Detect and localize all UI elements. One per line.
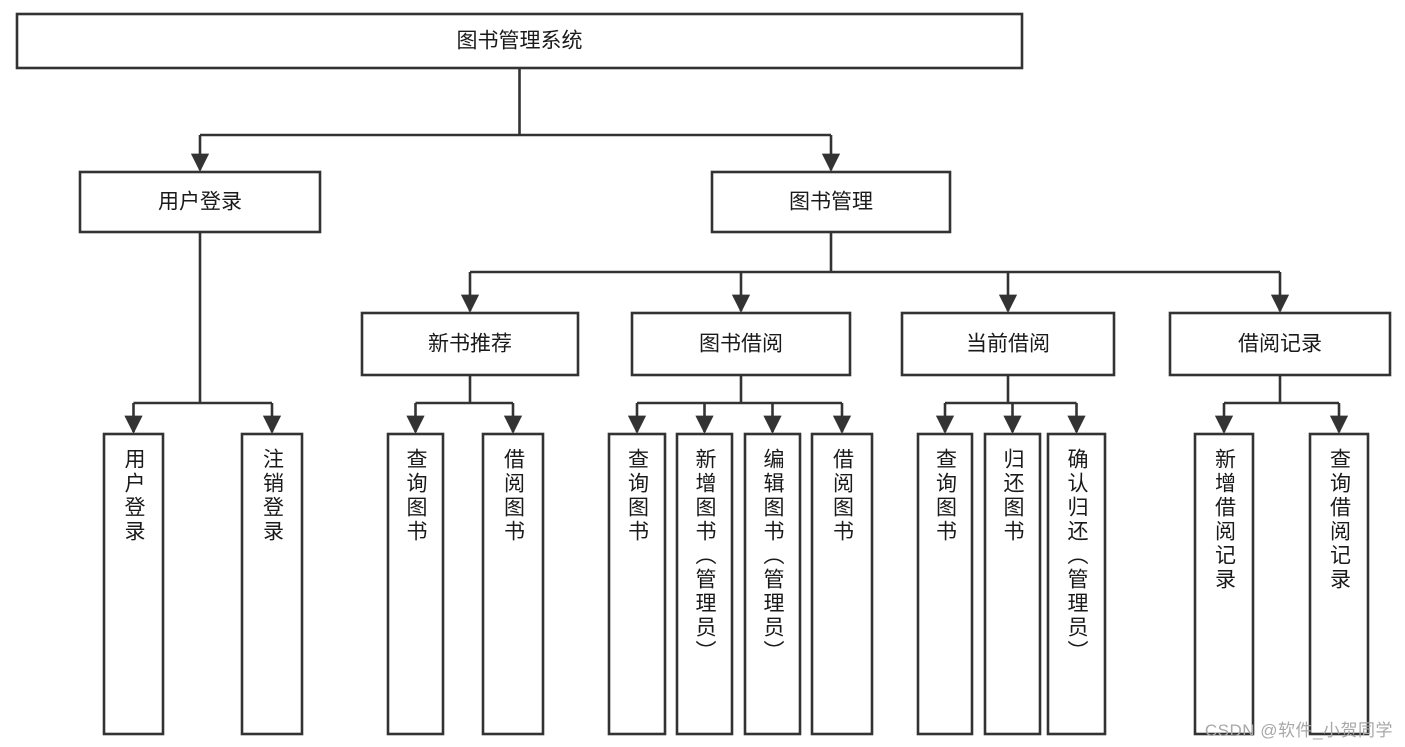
node-label-level3-2: 当前借阅 (966, 333, 1050, 356)
node-box-level3-0[interactable] (360, 311, 580, 377)
leaf-box-1[interactable] (240, 432, 304, 736)
node-label-level2-0: 用户登录 (158, 191, 242, 214)
node-box-root[interactable] (15, 12, 1024, 70)
leaf-box-3[interactable] (481, 432, 545, 736)
node-box-level3-3[interactable] (1168, 311, 1392, 377)
leaf-box-12[interactable] (1308, 432, 1370, 736)
leaf-box-8[interactable] (916, 432, 974, 736)
node-label-level3-3: 借阅记录 (1238, 333, 1322, 356)
leaf-box-7[interactable] (810, 432, 874, 736)
leaf-box-0[interactable] (102, 432, 165, 736)
leaf-box-9[interactable] (983, 432, 1042, 736)
leaf-box-4[interactable] (607, 432, 667, 736)
node-label-level3-0: 新书推荐 (428, 333, 512, 356)
leaf-box-6[interactable] (743, 432, 802, 736)
leaf-box-10[interactable] (1046, 432, 1107, 736)
node-label-root: 图书管理系统 (457, 30, 583, 53)
leaf-box-5[interactable] (675, 432, 734, 736)
node-label-level2-1: 图书管理 (789, 191, 873, 214)
node-label-level3-1: 图书借阅 (699, 333, 783, 356)
leaf-box-11[interactable] (1193, 432, 1255, 736)
node-box-level2-0[interactable] (78, 170, 322, 234)
node-boxes (15, 12, 1392, 736)
node-box-level3-1[interactable] (630, 311, 852, 377)
leaf-box-2[interactable] (386, 432, 445, 736)
connector-lines (124, 68, 1349, 434)
node-box-level3-2[interactable] (900, 311, 1116, 377)
node-box-level2-1[interactable] (710, 170, 952, 234)
